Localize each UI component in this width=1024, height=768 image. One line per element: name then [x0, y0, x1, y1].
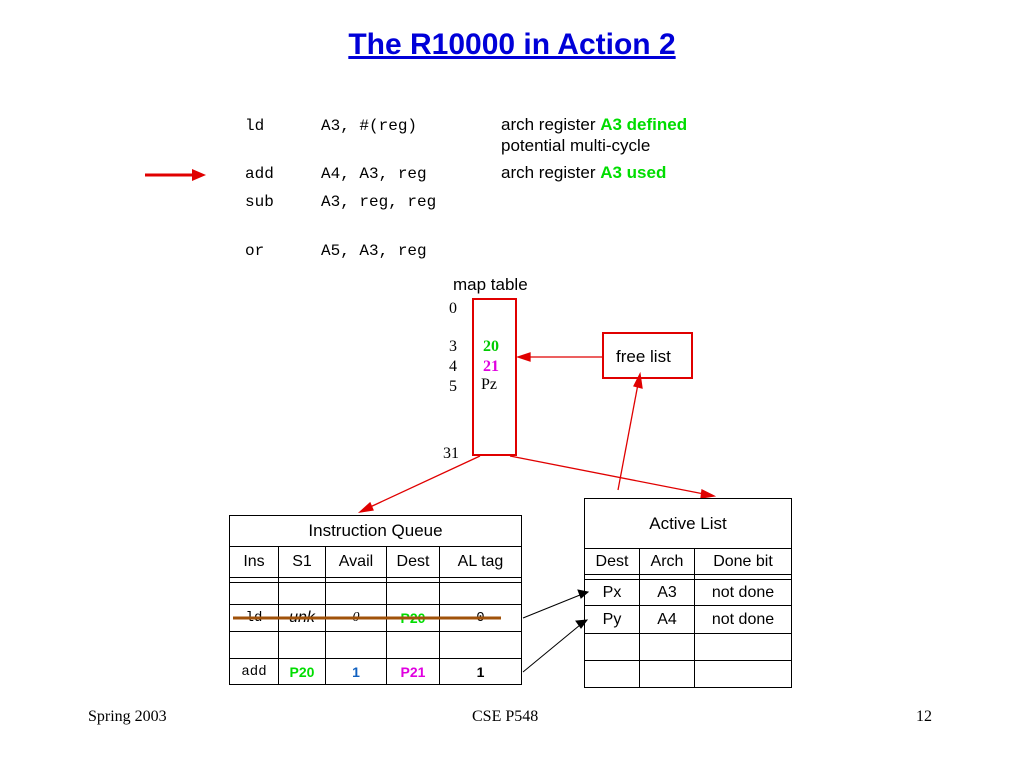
active-list: Active List Dest Arch Done bit Px A3 not… — [584, 498, 792, 688]
code-op-sub: sub — [245, 193, 274, 211]
map-table — [472, 298, 517, 456]
al-empty — [694, 633, 792, 661]
current-instruction-arrow-icon — [145, 169, 206, 181]
iq-empty — [325, 631, 387, 659]
al-row-dest: Py — [584, 605, 640, 634]
iq-empty — [278, 582, 326, 605]
al-header-done-bit: Done bit — [694, 548, 792, 575]
iq-empty — [439, 582, 522, 605]
note-highlight: A3 used — [600, 163, 667, 182]
iq-empty — [386, 582, 440, 605]
iq-row-add: add P20 1 P21 1 — [229, 658, 522, 685]
al-header-dest: Dest — [584, 548, 640, 575]
map-entry-a4: 21 — [483, 358, 499, 375]
iq-add-avail: 1 — [325, 658, 387, 685]
code-op-ld: ld — [245, 117, 265, 135]
al-row: Py A4 not done — [584, 605, 792, 634]
iq-empty — [229, 582, 279, 605]
iq-add-dest: P21 — [386, 658, 440, 685]
map-index-31: 31 — [443, 445, 459, 462]
free-list-box — [602, 332, 693, 379]
al-empty — [694, 660, 792, 688]
al-empty — [639, 660, 695, 688]
code-args-add: A4, A3, reg — [321, 165, 427, 183]
iq-title: Instruction Queue — [229, 515, 522, 547]
al-row-arch: A4 — [639, 605, 695, 634]
iq-add-al-tag: 1 — [439, 658, 522, 685]
al-row-done: not done — [694, 605, 792, 634]
al-row-done: not done — [694, 579, 792, 606]
slide-title: The R10000 in Action 2 — [348, 28, 676, 61]
note-a3-used: arch register A3 used — [501, 163, 666, 183]
iq-empty — [229, 631, 279, 659]
map-index-4: 4 — [449, 358, 457, 375]
al-title: Active List — [584, 498, 792, 549]
iq-empty — [278, 631, 326, 659]
map-index-5: 5 — [449, 378, 457, 395]
al-empty — [584, 633, 640, 661]
free-list-label: free list — [616, 347, 671, 366]
iq-header-ins: Ins — [229, 546, 279, 578]
al-row-arch: A3 — [639, 579, 695, 606]
iq-header-dest: Dest — [386, 546, 440, 578]
al-empty — [639, 633, 695, 661]
note-prefix: arch register — [501, 163, 601, 182]
note-prefix: arch register — [501, 115, 601, 134]
ld-row-strikethrough — [233, 616, 501, 620]
footer-left: Spring 2003 — [88, 708, 167, 725]
iq-header-avail: Avail — [325, 546, 387, 578]
al-empty — [584, 660, 640, 688]
code-args-ld: A3, #(reg) — [321, 117, 418, 135]
al-header-arch: Arch — [639, 548, 695, 575]
al-row: Px A3 not done — [584, 579, 792, 606]
iq-empty — [325, 582, 387, 605]
note-highlight: A3 defined — [600, 115, 688, 134]
al-row-dest: Px — [584, 579, 640, 606]
map-index-0: 0 — [449, 300, 457, 317]
instruction-queue: Instruction Queue Ins S1 Avail Dest AL t… — [229, 515, 522, 685]
map-entry-a3: 20 — [483, 338, 499, 355]
code-op-or: or — [245, 242, 265, 260]
code-args-sub: A3, reg, reg — [321, 193, 437, 211]
code-op-add: add — [245, 165, 274, 183]
iq-header-s1: S1 — [278, 546, 326, 578]
map-table-label: map table — [453, 275, 528, 294]
iq-empty — [439, 631, 522, 659]
code-args-or: A5, A3, reg — [321, 242, 427, 260]
map-index-3: 3 — [449, 338, 457, 355]
iq-empty — [386, 631, 440, 659]
note-multi-cycle: potential multi-cycle — [501, 136, 651, 155]
footer-page-number: 12 — [916, 708, 932, 725]
iq-add-ins: add — [229, 658, 279, 685]
map-entry-a5: Pz — [481, 376, 497, 393]
footer-center: CSE P548 — [472, 708, 539, 725]
iq-add-s1: P20 — [278, 658, 326, 685]
note-a3-defined: arch register A3 defined — [501, 115, 687, 135]
iq-header-al-tag: AL tag — [439, 546, 522, 578]
